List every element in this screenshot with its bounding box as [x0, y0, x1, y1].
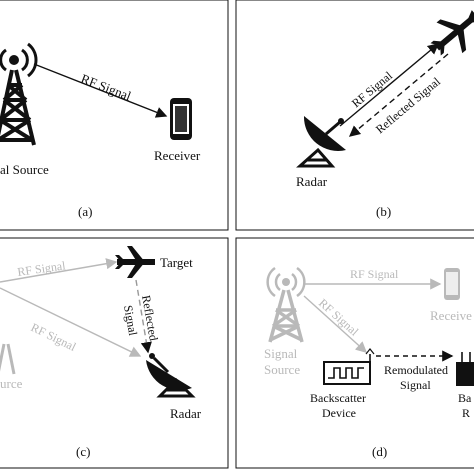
source-label-c: urce — [0, 376, 23, 391]
remodulated-label-2: Signal — [400, 378, 431, 392]
signal-source-label: al Source — [0, 162, 49, 177]
airplane-icon-c — [115, 246, 155, 278]
panel-a-border — [0, 0, 229, 231]
panel-c: urce RF Signal RF Signal Target Reflecte… — [0, 237, 229, 469]
rf-signal-label-c-top: RF Signal — [16, 258, 66, 279]
receiver-label-d: Receive — [430, 308, 472, 323]
backscatter-receiver-icon — [456, 352, 474, 386]
faded-signal-tower-icon-d — [268, 289, 304, 343]
rf-signal-label-b: RF Signal — [349, 68, 396, 110]
reflected-signal-arrow-c — [135, 279, 152, 354]
panel-b-border — [235, 0, 474, 231]
smartphone-icon — [170, 98, 192, 140]
faded-signal-tower-icon — [0, 343, 16, 375]
faded-antenna-tip-icon — [282, 278, 290, 286]
rf-signal-arrow-b — [339, 43, 440, 127]
caption-a: (a) — [78, 204, 92, 219]
rf-signal-arrow — [33, 63, 168, 118]
rf-signal-label-d-diag: RF Signal — [316, 296, 362, 339]
caption-c: (c) — [76, 444, 90, 459]
rf-signal-arrow-d-diag — [303, 295, 368, 353]
caption-d: (d) — [372, 444, 387, 459]
backscatter-receiver-label-2: R — [462, 406, 470, 420]
signal-source-label-d-1: Signal — [264, 346, 298, 361]
reflected-label-c-1: Reflected — [139, 294, 161, 342]
rf-signal-label-c-bottom: RF Signal — [29, 320, 79, 354]
target-label-c: Target — [160, 255, 193, 270]
rf-signal-arrow-c-bottom — [0, 287, 142, 357]
rf-signal-label: RF Signal — [79, 71, 134, 104]
remodulated-label-1: Remodulated — [384, 363, 448, 377]
backscatter-label-1: Backscatter — [310, 391, 366, 405]
faded-smartphone-icon — [444, 268, 460, 300]
radar-label-b: Radar — [296, 174, 328, 189]
backscatter-device-icon — [323, 348, 375, 385]
rf-signal-label-d-top: RF Signal — [350, 267, 399, 281]
backscatter-receiver-label-1: Ba — [458, 391, 472, 405]
radio-waves-icon — [0, 42, 38, 78]
backscatter-label-2: Device — [322, 406, 356, 420]
panel-d: Signal Source RF Signal Receive RF Signa… — [235, 237, 474, 469]
faded-radio-waves-icon — [266, 266, 306, 298]
radar-dish-icon-c — [146, 353, 196, 398]
radar-label-c: Radar — [170, 406, 202, 421]
caption-b: (b) — [376, 204, 391, 219]
panel-c-border — [0, 237, 229, 469]
panel-d-border — [235, 237, 474, 469]
reflected-signal-arrow-b — [348, 53, 449, 137]
signal-tower-icon — [0, 69, 36, 146]
airplane-icon — [430, 10, 474, 56]
signal-source-label-d-2: Source — [264, 362, 300, 377]
rf-signal-arrow-c-top — [0, 258, 118, 283]
antenna-tip-icon — [9, 55, 19, 65]
receiver-label: Receiver — [154, 148, 201, 163]
radar-dish-icon — [296, 116, 346, 168]
reflected-label-c-2: Signal — [121, 304, 140, 337]
panel-a: al Source RF Signal Receiver (a) — [0, 0, 229, 231]
panel-b: RF Signal Reflected Signal Radar (b) — [235, 0, 474, 231]
